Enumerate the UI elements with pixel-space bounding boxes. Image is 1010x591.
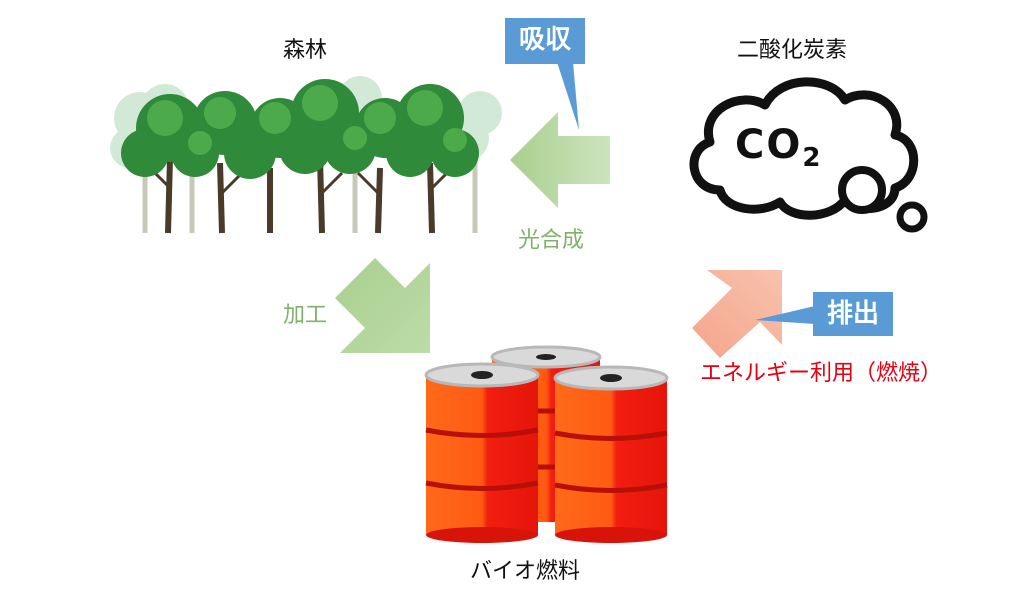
biofuel-barrels-illustration (420, 345, 680, 543)
emission-arrow-icon (692, 270, 782, 360)
emit-callout: 排出 (755, 292, 905, 347)
absorb-callout: 吸収 (505, 18, 595, 138)
forest-illustration (110, 68, 502, 238)
processing-label: 加工 (283, 303, 328, 328)
energy-use-label: エネルギー利用（燃焼） (700, 361, 943, 386)
processing-arrow-icon (335, 258, 435, 358)
forest-label: 森林 (283, 38, 328, 63)
co2-formula-main: CO (735, 122, 803, 168)
photosynthesis-label: 光合成 (518, 228, 585, 253)
co2-title: 二酸化炭素 (737, 38, 848, 63)
co2-formula: CO2 (735, 122, 822, 173)
photosynthesis-arrow-icon (510, 112, 610, 208)
emit-label: 排出 (826, 299, 879, 329)
co2-cloud-icon: CO2 (680, 70, 960, 240)
co2-formula-subscript: 2 (802, 143, 823, 173)
absorb-label: 吸収 (518, 25, 571, 55)
biofuel-label: バイオ燃料 (470, 559, 581, 584)
